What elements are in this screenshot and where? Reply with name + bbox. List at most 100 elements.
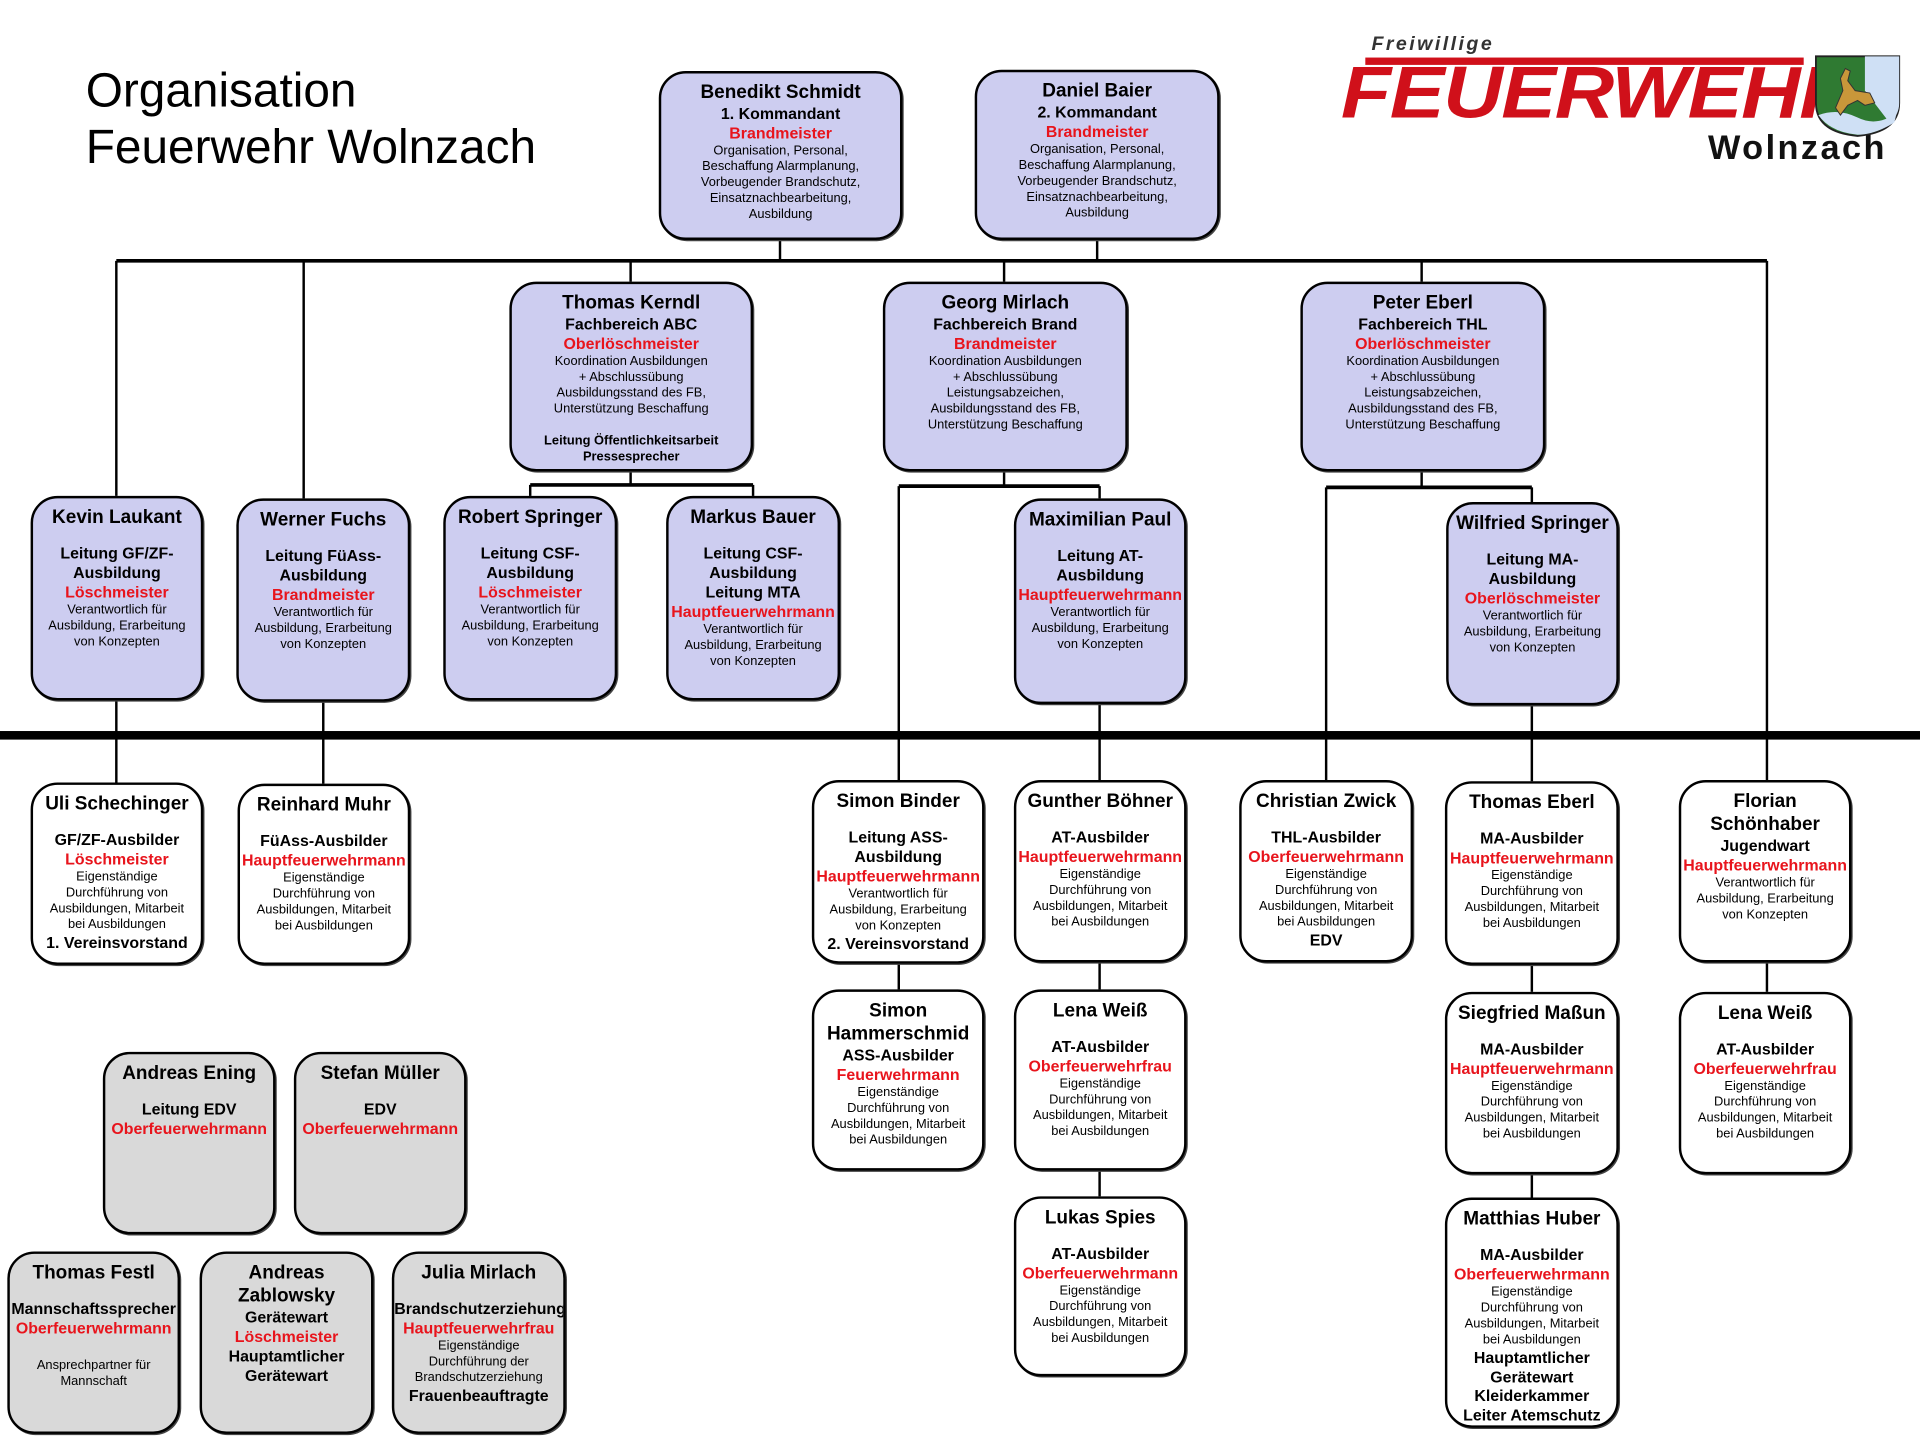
- position-title: MA-Ausbilder: [1480, 828, 1584, 848]
- person-name: Maximilian Paul: [1029, 509, 1172, 531]
- description-line: Eigenständige: [283, 870, 365, 886]
- description-line: Durchführung von: [1714, 1094, 1817, 1110]
- description-line: Ausbildungen, Mitarbeit: [1258, 898, 1394, 914]
- feuerwehr-logo: Freiwillige FEUERWEHR Wolnzach: [1341, 34, 1904, 171]
- description-line: Eigenständige: [1059, 866, 1141, 882]
- rank-label: Oberfeuerwehrmann: [1022, 1263, 1179, 1283]
- description-line: Durchführung von: [1049, 1299, 1152, 1314]
- description-line: Verantwortlich für: [273, 604, 373, 620]
- rank-label: Hauptfeuerwehrmann: [1450, 1059, 1614, 1078]
- description-line: + Abschlussübung: [578, 369, 684, 385]
- position-title: Gerätewart: [244, 1307, 329, 1327]
- position-title: Ausbildung: [279, 565, 368, 585]
- position-title: Ausbildung: [709, 563, 797, 582]
- person-name: Andreas Ening: [122, 1062, 257, 1084]
- rank-label: Oberfeuerwehrmann: [1248, 847, 1404, 866]
- position-title: Ausbildung: [1056, 565, 1144, 585]
- description-line: Ausbildungen, Mitarbeit: [1033, 1315, 1168, 1330]
- description-line: Vorbeugender Brandschutz,: [1017, 173, 1177, 189]
- description-line: Ausbildungsstand des FB,: [556, 385, 706, 401]
- description-line: Eigenständige: [1059, 1076, 1141, 1092]
- description-line: Eigenständige: [76, 869, 158, 885]
- description-line: von Konzepten: [1057, 636, 1144, 652]
- description-line: Ausbildung, Erarbeitung: [829, 902, 967, 918]
- position-title: Fachbereich ABC: [565, 314, 698, 334]
- position-title: Jugendwart: [1720, 836, 1810, 855]
- extra-role: Leiter Atemschutz: [1463, 1405, 1601, 1424]
- description-line: von Konzepten: [1722, 907, 1809, 923]
- description-line: bei Ausbildungen: [1277, 914, 1376, 930]
- position-title: 2. Kommandant: [1037, 102, 1157, 122]
- description-line: Ausbildungsstand des FB,: [1348, 401, 1498, 417]
- description-line: Eigenständige: [1285, 866, 1367, 882]
- description-line: Mannschaft: [60, 1373, 127, 1389]
- position-title: Leitung EDV: [141, 1099, 237, 1118]
- person-name: Andreas: [248, 1262, 325, 1284]
- description-line: Eigenständige: [1724, 1078, 1806, 1094]
- person-name: Matthias Huber: [1463, 1208, 1601, 1230]
- position-title: Mannschaftssprecher: [11, 1299, 176, 1318]
- person-name: Schönhaber: [1710, 814, 1820, 836]
- person-name: Zablowsky: [238, 1285, 336, 1307]
- extra-role: 1. Vereinsvorstand: [46, 933, 188, 952]
- position-title: AT-Ausbilder: [1716, 1039, 1815, 1058]
- description-line: von Konzepten: [487, 634, 574, 649]
- person-name: Simon Binder: [836, 791, 960, 812]
- description-line: Eigenständige: [1491, 1284, 1573, 1300]
- position-title: Leitung MTA: [705, 582, 801, 602]
- position-title: GF/ZF-Ausbilder: [54, 830, 180, 849]
- person-name: Florian: [1733, 791, 1797, 812]
- description-line: Eigenständige: [1059, 1283, 1141, 1298]
- rank-label: Hauptfeuerwehrmann: [1018, 847, 1183, 866]
- position-title: Ausbildung: [486, 563, 574, 582]
- description-line: bei Ausbildungen: [1051, 1124, 1150, 1139]
- rank-label: Brandmeister: [271, 585, 375, 604]
- position-title: Leitung ASS-: [848, 827, 948, 847]
- rank-label: Löschmeister: [65, 849, 169, 869]
- description-line: Ausbildungen, Mitarbeit: [1464, 1110, 1600, 1126]
- position-title: Leitung MA-: [1486, 549, 1579, 569]
- extra-role: Gerätewart: [1490, 1367, 1574, 1386]
- description-line: Ausbildung, Erarbeitung: [684, 637, 822, 653]
- rank-label: Oberfeuerwehrfrau: [1028, 1056, 1172, 1076]
- position-title: AT-Ausbilder: [1051, 1037, 1150, 1056]
- rank-label: Hauptfeuerwehrmann: [242, 851, 406, 870]
- description-line: Durchführung von: [272, 886, 375, 902]
- rank-label: Oberlöschmeister: [1355, 334, 1491, 353]
- description-line: bei Ausbildungen: [1051, 1331, 1150, 1346]
- extra-role: 2. Vereinsvorstand: [827, 934, 969, 953]
- description-line: Ausbildungen, Mitarbeit: [1464, 1316, 1600, 1332]
- description-line: Ausbildungen, Mitarbeit: [1464, 900, 1600, 915]
- description-line: Ausbildung, Erarbeitung: [254, 620, 392, 636]
- description-line: Ausbildung: [748, 206, 813, 222]
- position-title: MA-Ausbilder: [1480, 1039, 1584, 1058]
- description-line: Verantwortlich für: [1482, 608, 1583, 624]
- position-title: AT-Ausbilder: [1051, 827, 1150, 847]
- logo-bar: [1365, 57, 1804, 65]
- rank-label: Löschmeister: [65, 582, 169, 602]
- description-line: Ausbildung, Erarbeitung: [461, 618, 599, 634]
- description-line: Leistungsabzeichen,: [1364, 385, 1482, 401]
- description-line: Ausbildung, Erarbeitung: [1031, 620, 1169, 636]
- person-name: Georg Mirlach: [941, 292, 1070, 314]
- description-line: Einsatznachbearbeitung,: [1026, 189, 1168, 205]
- rank-label: Hauptfeuerwehrmann: [671, 602, 835, 621]
- rank-label: Oberlöschmeister: [563, 334, 699, 353]
- position-title: Ausbildung: [1488, 569, 1577, 588]
- position-title: Fachbereich THL: [1358, 314, 1488, 334]
- description-line: Eigenständige: [438, 1338, 520, 1354]
